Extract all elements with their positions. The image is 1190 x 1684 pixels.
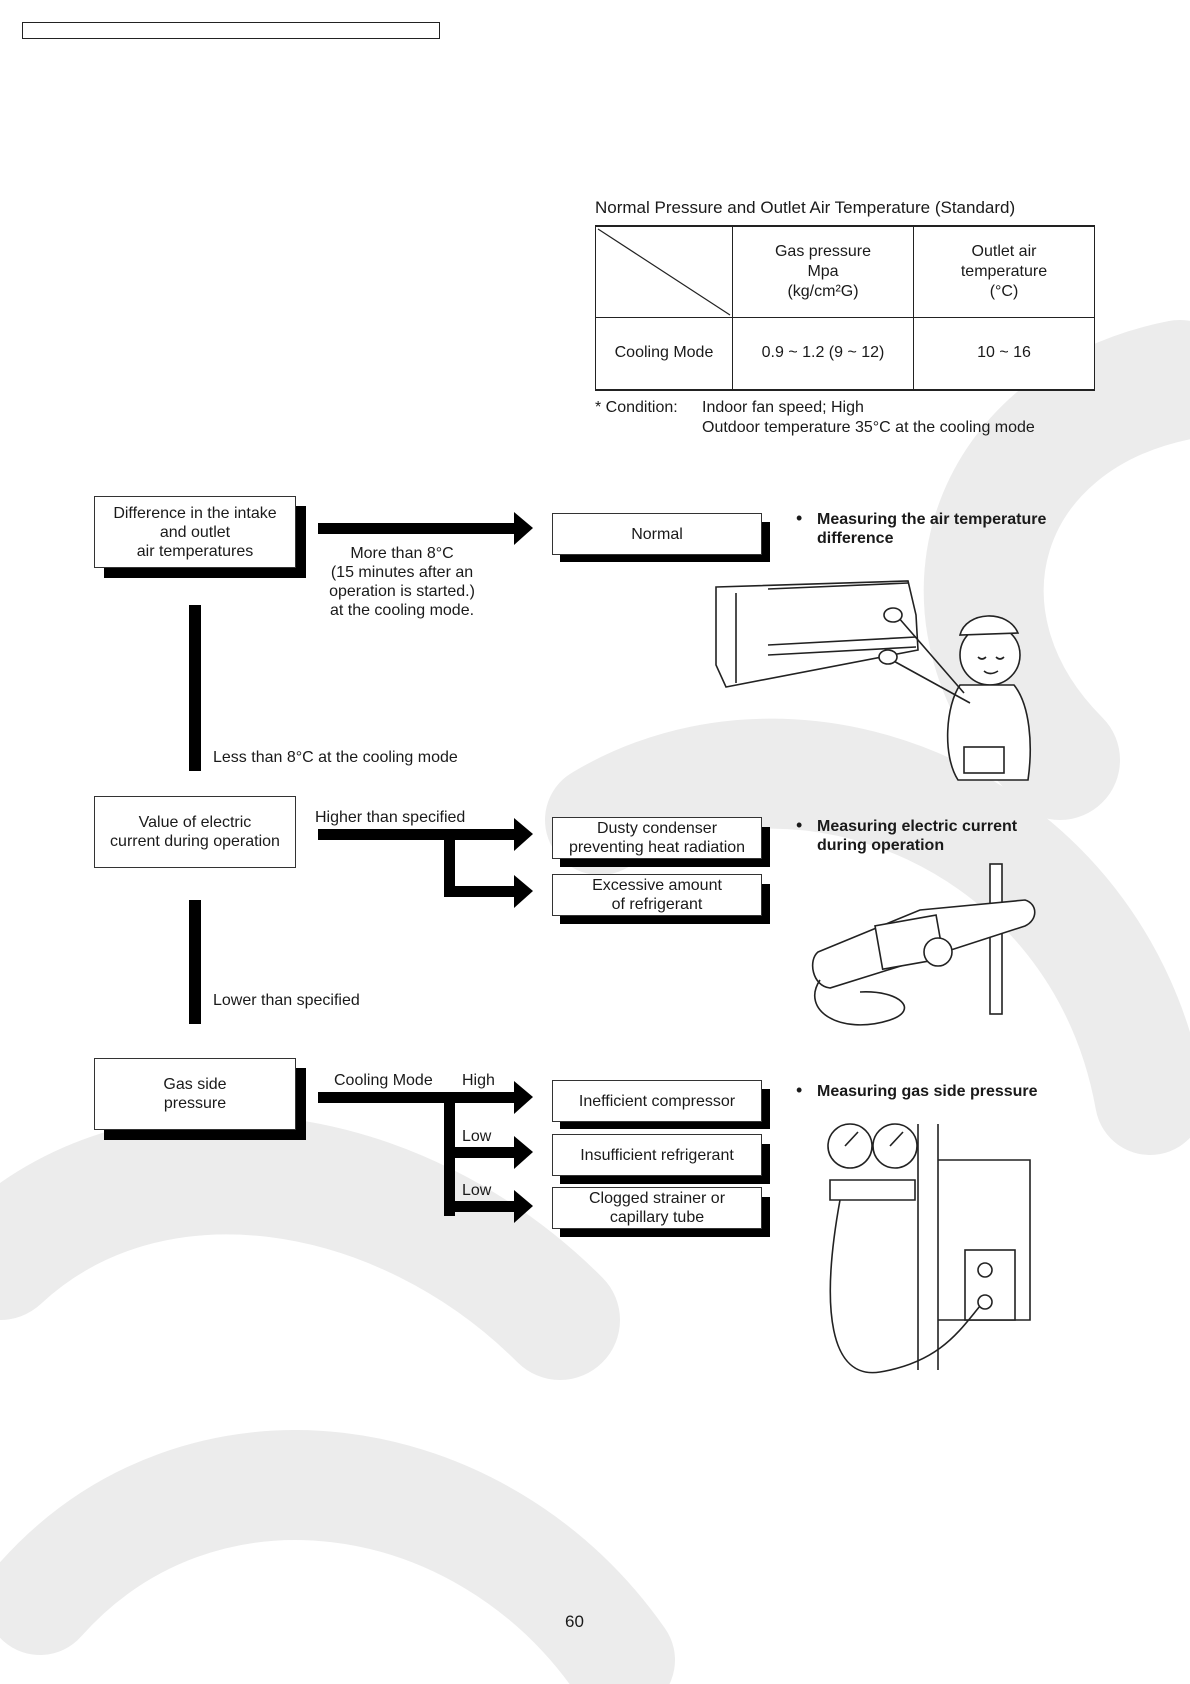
gauge-manifold-illustration [827, 1123, 1031, 1374]
step-intake-outlet-difference: Difference in the intake and outlet air … [94, 496, 296, 568]
bullet-dot: • [796, 508, 803, 528]
outlet-temperature-value: 10 ~ 16 [913, 317, 1095, 391]
level-low-2: Low [462, 1182, 492, 1199]
result-insufficient-refrigerant: Insufficient refrigerant [552, 1134, 762, 1176]
level-low: Low [462, 1128, 492, 1145]
cooling-mode-label: Cooling Mode [334, 1072, 433, 1089]
page-number: 60 [565, 1612, 584, 1631]
more-than-8c-label: More than 8°C (15 minutes after an opera… [329, 545, 475, 619]
step-electric-current: Value of electric current during operati… [94, 796, 296, 868]
diagonal-line [597, 228, 731, 316]
pressure-temperature-table: Gas pressure Mpa (kg/cm²G) Outlet air te… [595, 225, 1095, 391]
higher-than-specified-label: Higher than specified [315, 809, 466, 826]
technician-measuring-ac-illustration [715, 580, 1032, 781]
gas-pressure-value: 0.9 ~ 1.2 (9 ~ 12) [732, 317, 914, 391]
arrow-shaft [318, 523, 518, 534]
bullet-dot: • [796, 1080, 803, 1100]
condition-line-1: Indoor fan speed; High [702, 399, 864, 416]
column-gas-pressure: Gas pressure Mpa (kg/cm²G) [732, 225, 914, 318]
lower-than-specified-label: Lower than specified [213, 992, 360, 1009]
bullet-measure-air-temperature: Measuring the air temperature difference [817, 511, 1047, 547]
result-inefficient-compressor: Inefficient compressor [552, 1080, 762, 1122]
header-box [22, 22, 440, 39]
result-clogged-strainer: Clogged strainer or capillary tube [552, 1187, 762, 1229]
result-excessive-refrigerant: Excessive amount of refrigerant [552, 874, 762, 916]
arrow-head [514, 512, 533, 545]
result-normal: Normal [552, 513, 762, 555]
step-gas-side-pressure: Gas side pressure [94, 1058, 296, 1130]
column-outlet-temperature: Outlet air temperature (°C) [913, 225, 1095, 318]
table-corner-cell [595, 225, 733, 318]
clamp-meter-illustration [811, 863, 1036, 1026]
down-line [189, 605, 201, 771]
result-dusty-condenser: Dusty condenser preventing heat radiatio… [552, 817, 762, 859]
condition-label: * Condition: [595, 399, 678, 416]
level-high: High [462, 1072, 495, 1089]
less-than-8c-label: Less than 8°C at the cooling mode [213, 749, 458, 766]
table-title: Normal Pressure and Outlet Air Temperatu… [595, 198, 1016, 217]
bullet-measure-gas-side-pressure: Measuring gas side pressure [817, 1083, 1038, 1100]
condition-line-2: Outdoor temperature 35°C at the cooling … [702, 419, 1035, 436]
bullet-measure-electric-current: Measuring electric current during operat… [817, 818, 1018, 854]
bullet-dot: • [796, 815, 803, 835]
